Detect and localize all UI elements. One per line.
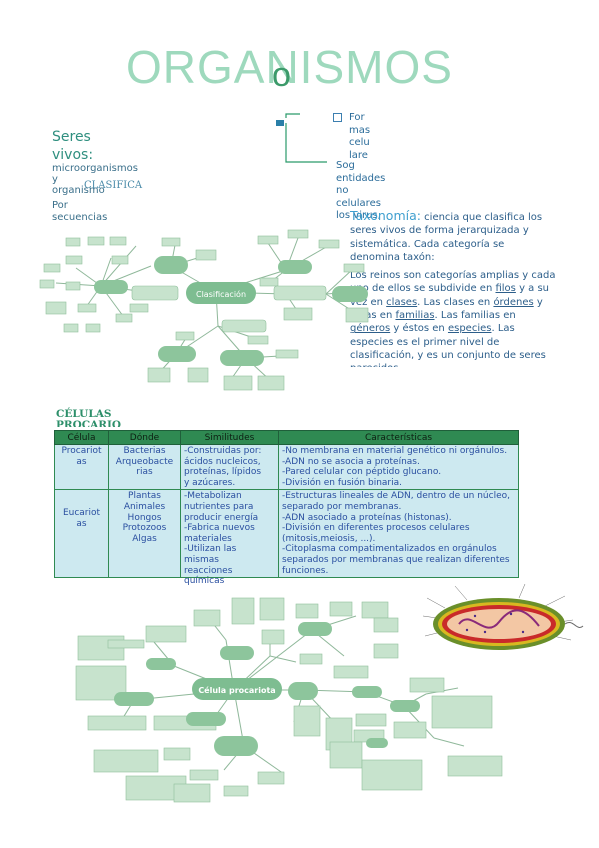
table-cell: -No membrana en material genético ni org… [278,443,519,491]
comparison-table: Célula Dónde Similitudes Características… [54,430,519,586]
seres-line1: Seres [52,129,91,145]
table-header: Similitudes [180,430,279,445]
table-header-row: Célula Dónde Similitudes Características [54,430,519,445]
table-header: Características [278,430,519,445]
taxonomia-paragraph: Taxonomía: ciencia que clasifica los ser… [350,209,556,367]
branch-connector [276,113,327,163]
table-header: Célula [54,430,109,445]
page-title: ORGANISMOS [126,41,453,93]
clasificacion-center-label: Clasificación [196,289,246,299]
clasificacion-map: Clasificación [39,229,369,391]
table-header: Dónde [108,430,181,445]
taxonomia-intro: Taxonomía: ciencia que clasifica los ser… [350,208,543,263]
seres-line2: vivos: [52,147,94,163]
microorganismos-text: microorganismos y organismo [52,163,138,196]
por-secuencias-text: Por secuencias [52,200,108,223]
celula-procariota-center-label: Célula procariota [198,685,275,695]
celula-procariota-map: Célula procariota [75,597,503,803]
bullet-icon [333,113,342,122]
table-cell: -Construidas por:ácidos nucleicos,proteí… [180,443,279,491]
table-cell: -Estructuras lineales de ADN, dentro de … [278,489,519,579]
clasifica-label: CLASIFICA [84,180,143,191]
seres-vivos-heading: Seres vivos: [52,128,93,164]
bacterium-illustration [422,583,584,650]
celulas-heading: CÉLULAS PROCARIO [56,408,122,428]
taxonomia-reinos: Los reinos son categorías amplias y cada… [350,270,556,367]
title-overlay-letter: o [272,56,291,94]
